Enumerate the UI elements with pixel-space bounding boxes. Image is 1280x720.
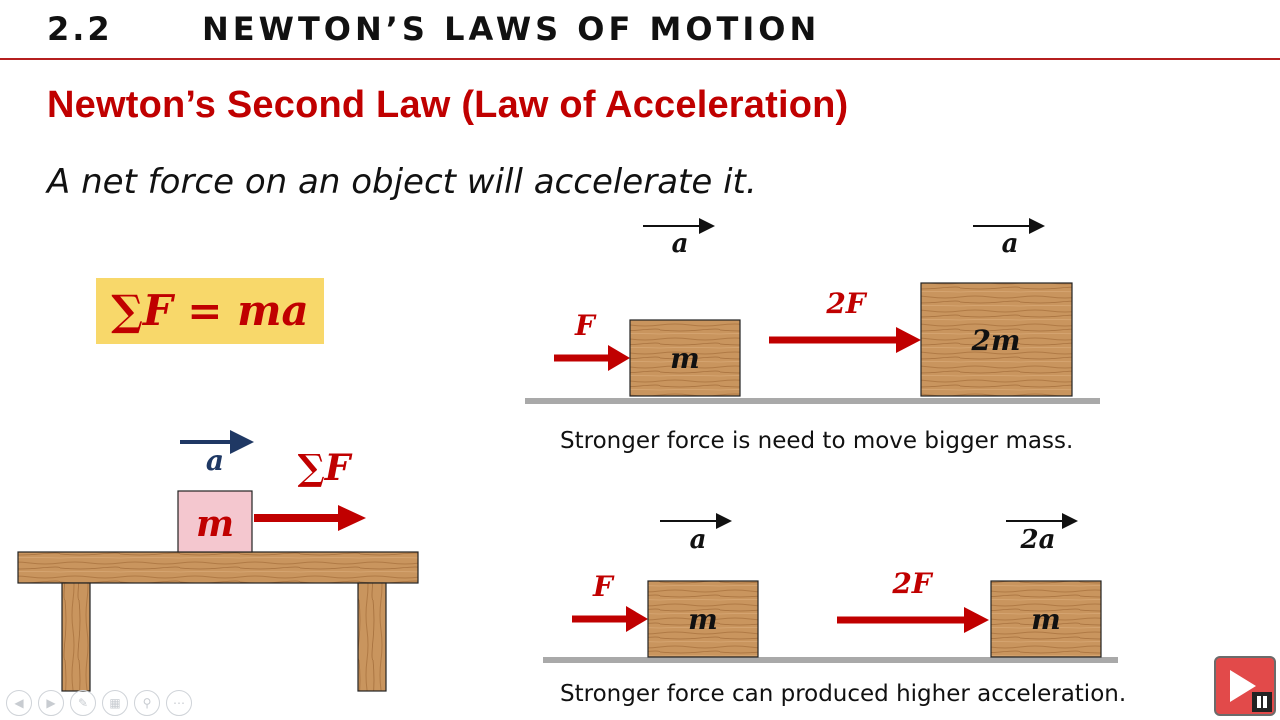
- accel-label-1-right: a: [1002, 229, 1019, 259]
- caption-1: Stronger force is need to move bigger ma…: [560, 428, 1074, 454]
- section-number: 2.2: [47, 10, 113, 48]
- pen-icon[interactable]: ✎: [70, 690, 96, 716]
- ground-line-2: [543, 657, 1118, 663]
- mass-label-1-left: m: [670, 342, 700, 375]
- block-1-right: [920, 282, 1073, 397]
- formula-box: ∑F = ma: [96, 278, 324, 344]
- header-bar: 2.2 NEWTON’S LAWS OF MOTION: [0, 0, 1280, 60]
- mass-label-2-right: m: [1031, 603, 1061, 636]
- accel-label: a: [206, 444, 224, 477]
- comparison-2: a F m 2a 2F m: [543, 513, 1118, 663]
- block-2-left: [647, 580, 759, 658]
- table-diagram: m a ∑F: [17, 430, 419, 692]
- video-logo-icon: [1214, 656, 1276, 716]
- prev-icon[interactable]: ◀: [6, 690, 32, 716]
- accel-label-2-right: 2a: [1020, 525, 1056, 555]
- table-leg-left: [61, 582, 91, 692]
- ground-line-1: [525, 398, 1100, 404]
- net-force-label: ∑F: [298, 447, 353, 489]
- slideshow-controls: ◀ ▶ ✎ ▦ ⚲ ⋯: [6, 690, 192, 716]
- accel-label-1-left: a: [672, 229, 689, 259]
- mass-block: [177, 490, 253, 553]
- accel-label-2-left: a: [690, 525, 707, 555]
- mass-label: m: [196, 503, 234, 545]
- pause-icon: [1252, 692, 1272, 712]
- force-label-2-right: 2F: [891, 567, 933, 600]
- slide-subtitle: A net force on an object will accelerate…: [47, 162, 757, 202]
- force-label-1-left: F: [574, 309, 597, 342]
- section-title: NEWTON’S LAWS OF MOTION: [202, 10, 821, 48]
- zoom-icon[interactable]: ⚲: [134, 690, 160, 716]
- table-top: [17, 551, 419, 584]
- force-label-2-left: F: [592, 570, 615, 603]
- caption-2: Stronger force can produced higher accel…: [560, 681, 1127, 707]
- comparison-1: a F m a 2F 2m: [525, 218, 1100, 404]
- formula-text: ∑F = ma: [111, 286, 309, 335]
- force-label-1-right: 2F: [825, 287, 867, 320]
- slide-title: Newton’s Second Law (Law of Acceleration…: [47, 84, 849, 126]
- mass-label-1-right: 2m: [970, 324, 1020, 357]
- table-leg-right: [357, 582, 387, 692]
- next-icon[interactable]: ▶: [38, 690, 64, 716]
- play-icon: [1230, 670, 1256, 702]
- mass-label-2-left: m: [688, 603, 718, 636]
- block-2-right: [990, 580, 1102, 658]
- grid-icon[interactable]: ▦: [102, 690, 128, 716]
- more-icon[interactable]: ⋯: [166, 690, 192, 716]
- block-1-left: [629, 319, 741, 397]
